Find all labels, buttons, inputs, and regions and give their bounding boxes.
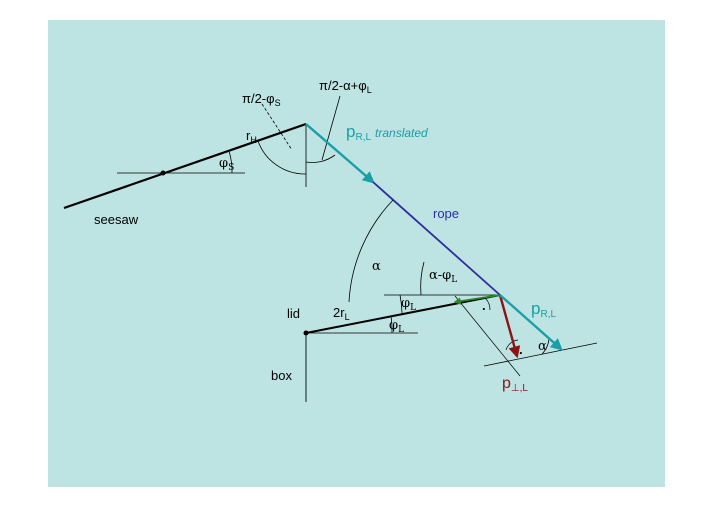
- label-lid: lid: [287, 306, 300, 321]
- angle-arc-phi-l-lower: [390, 315, 393, 334]
- label-lever-arm-lid: 2rL: [333, 305, 350, 322]
- construction-line-1: [454, 295, 521, 377]
- label-lever-arm-seesaw: rH: [246, 128, 257, 145]
- diagram-background: [48, 20, 665, 487]
- label-alpha: α: [372, 259, 381, 274]
- construction-line-2: [483, 342, 598, 367]
- parallel-component-arrow: [453, 294, 501, 305]
- label-rope: rope: [433, 206, 459, 221]
- angle-arc-seesaw-complement: [257, 140, 307, 175]
- angle-arc-alpha: [348, 199, 394, 303]
- right-angle-dot-2: .: [519, 342, 523, 357]
- label-box: box: [271, 368, 292, 383]
- lid-line: [305, 294, 501, 334]
- label-alpha-minus-phi: α-φL: [429, 268, 457, 285]
- angle-arc-alpha-minus-phi: [420, 261, 425, 296]
- label-angle-rope-complement: π/2-α+φL: [319, 78, 372, 95]
- lid-hinge-dot: [303, 330, 309, 336]
- angle-arc-rope-complement: [305, 154, 336, 163]
- label-angle-seesaw: φS: [219, 156, 234, 173]
- label-angle-lid-upper: φL: [401, 296, 416, 313]
- momentum-perpendicular-arrow: [498, 294, 521, 359]
- label-angle-lid-lower: φL: [389, 318, 404, 335]
- momentum-translated-arrow: [305, 123, 375, 184]
- momentum-rope-end-arrow: [499, 294, 563, 351]
- rope-line: [372, 181, 501, 296]
- right-angle-arc-2: [505, 339, 519, 351]
- seesaw-beam: [63, 122, 307, 210]
- seesaw-pivot-dot: [160, 170, 166, 176]
- label-angle-seesaw-complement: π/2-φS: [242, 91, 281, 108]
- angle-arc-phi-s: [228, 150, 233, 174]
- right-angle-dot-1: .: [482, 298, 486, 313]
- angle-pointer-dashed: [261, 103, 293, 151]
- angle-pointer: [321, 95, 341, 161]
- label-seesaw: seesaw: [94, 212, 139, 227]
- angle-arc-phi-l-upper: [399, 294, 403, 314]
- label-momentum-perpendicular: p⊥,L: [502, 375, 528, 394]
- right-angle-arc-1: [484, 297, 491, 311]
- label-momentum-rope-end: pR,L: [531, 299, 556, 320]
- label-alpha-end: α: [538, 339, 547, 354]
